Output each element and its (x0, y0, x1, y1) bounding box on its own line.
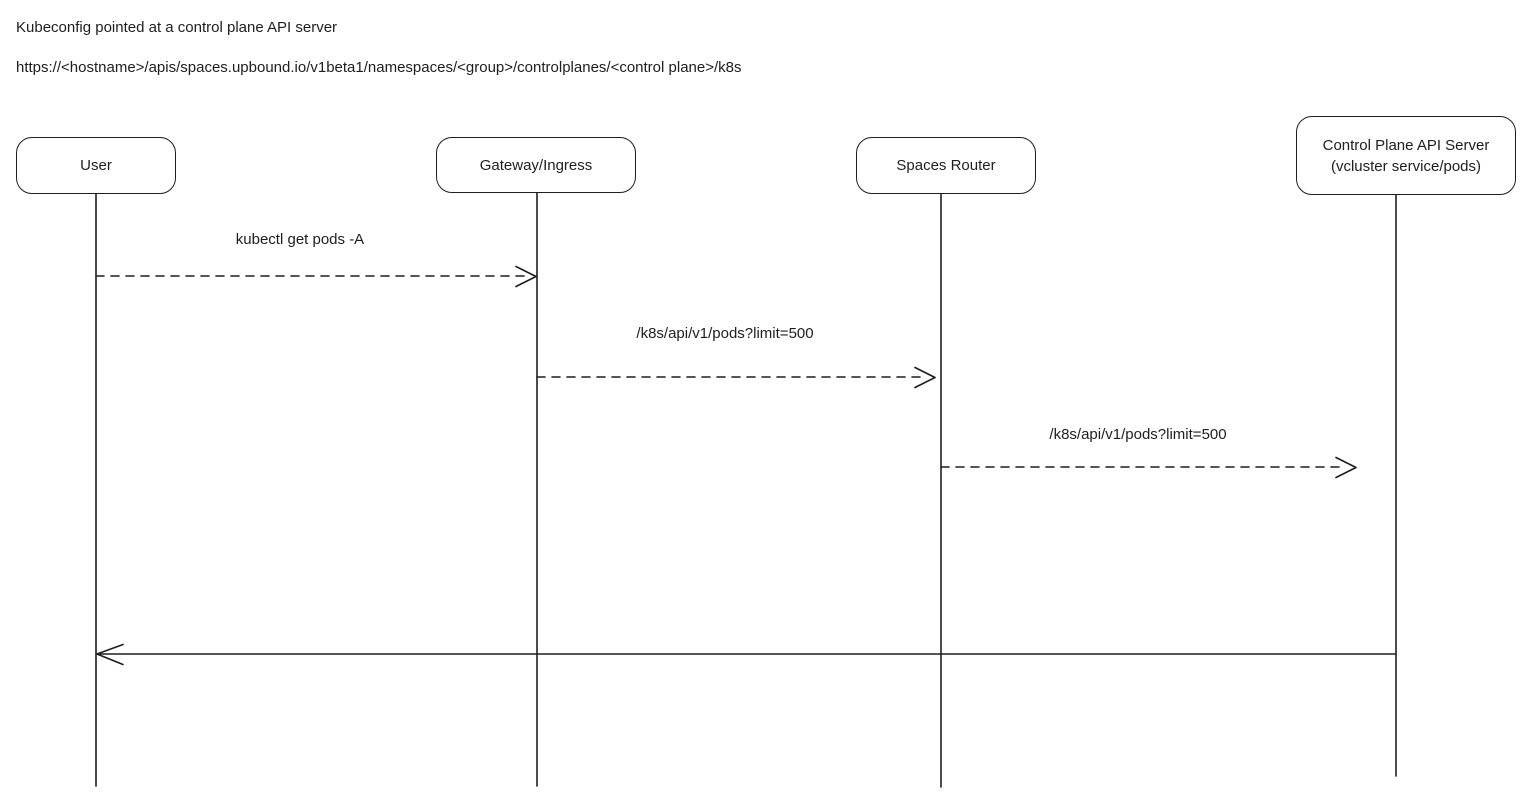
actor-box-user: User (16, 137, 176, 194)
message-label-kubectl-get-pods: kubectl get pods -A (235, 231, 365, 248)
actor-box-control-plane-api-server: Control Plane API Server (vcluster servi… (1296, 116, 1516, 195)
return-arrow-head-icon (96, 643, 124, 666)
actor-label-user: User (80, 157, 112, 174)
actor-label-control-plane-api-server: Control Plane API Server (vcluster servi… (1322, 136, 1490, 175)
actor-box-spaces-router: Spaces Router (856, 137, 1036, 194)
actor-label-spaces-router: Spaces Router (896, 157, 996, 174)
message-arrow-pods-1-head-icon (914, 366, 936, 389)
message-label-pods-limit-2: /k8s/api/v1/pods?limit=500 (1049, 426, 1227, 443)
diagram-endpoint-url: https://<hostname>/apis/spaces.upbound.i… (16, 59, 742, 76)
diagram-title: Kubeconfig pointed at a control plane AP… (16, 19, 338, 36)
actor-label-gateway-ingress: Gateway/Ingress (479, 156, 593, 174)
actor-box-gateway-ingress: Gateway/Ingress (436, 137, 636, 193)
message-arrow-kubectl-head-icon (515, 265, 537, 288)
message-label-pods-limit-1: /k8s/api/v1/pods?limit=500 (636, 325, 814, 342)
message-arrow-pods-2-head-icon (1335, 456, 1357, 479)
